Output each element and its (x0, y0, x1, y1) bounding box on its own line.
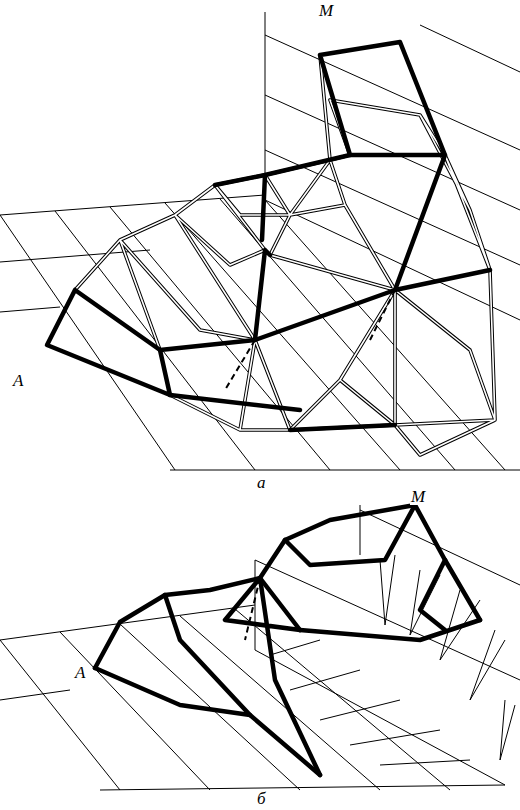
point-label: M (410, 488, 426, 505)
bold-path-b (95, 505, 480, 775)
point-label: M (318, 2, 334, 19)
wire-tubes-a (75, 55, 495, 455)
ground-grid-b (0, 505, 520, 790)
point-label: б (256, 790, 267, 807)
bold-path-a (47, 42, 490, 430)
point-label: A (12, 372, 24, 389)
point-label: A (74, 664, 86, 681)
ground-grid-a (0, 12, 520, 470)
point-label: а (256, 474, 267, 491)
